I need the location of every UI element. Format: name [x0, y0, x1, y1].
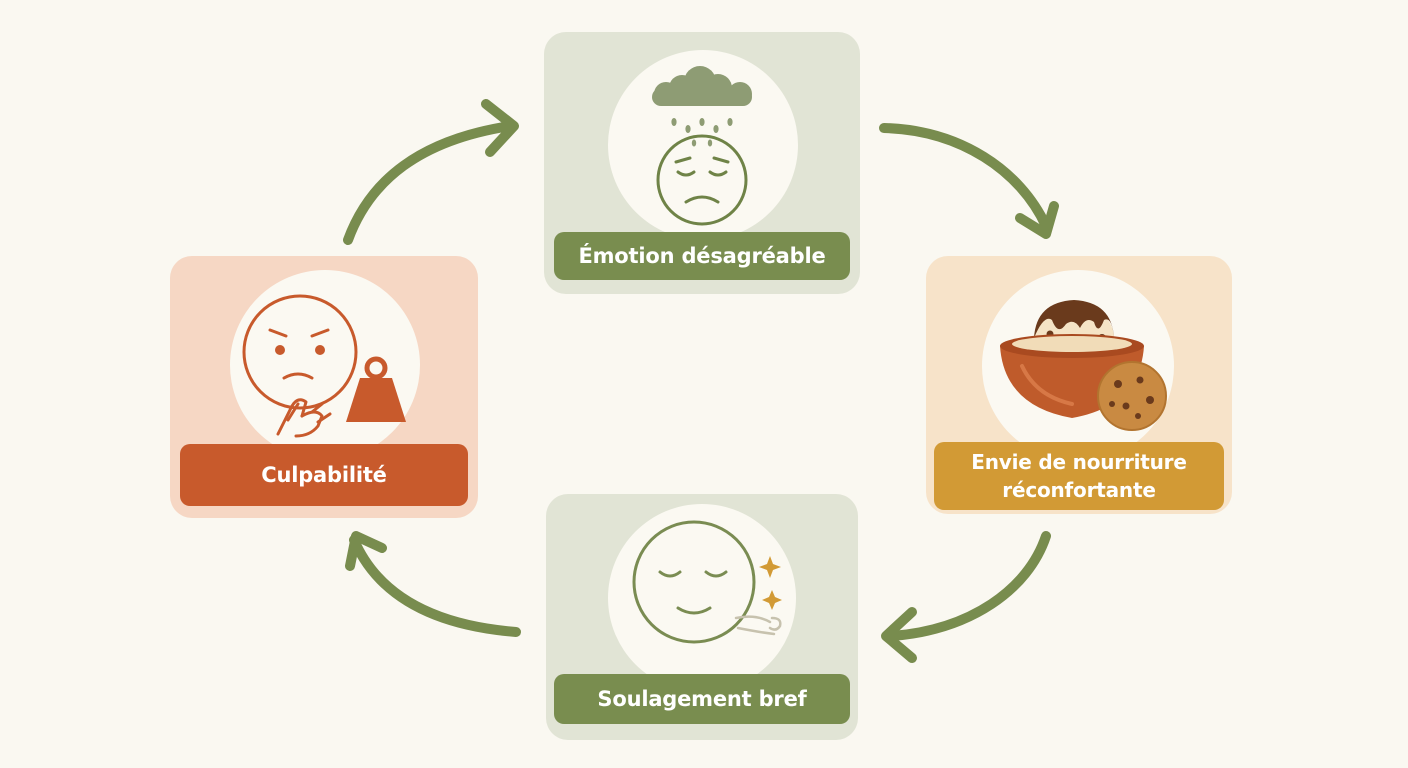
arrow-curve [343, 121, 515, 245]
step-label-line: réconfortante [1002, 478, 1156, 502]
step-label-craving: Envie de nourriture réconfortante [934, 442, 1224, 510]
arrow-head [881, 607, 917, 663]
relieved-face-icon [632, 520, 782, 644]
step-label-line: Soulagement bref [597, 687, 807, 711]
step-label-line: Culpabilité [261, 463, 387, 487]
step-card-craving: Envie de nourriture réconfortante [926, 256, 1232, 514]
arrow-head [1015, 201, 1059, 239]
icon-disc [608, 504, 796, 692]
arrow-emotion-to-craving [879, 123, 1059, 239]
arrow-curve [887, 531, 1051, 641]
step-label-line: Émotion désagréable [578, 244, 826, 268]
arrow-guilt-to-emotion [343, 99, 519, 245]
arrow-craving-to-relief [881, 531, 1051, 663]
arrow-head [481, 99, 519, 157]
step-label-emotion: Émotion désagréable [554, 232, 850, 280]
step-card-emotion: Émotion désagréable [544, 32, 860, 294]
arrow-curve [879, 123, 1051, 231]
arrow-curve [349, 535, 521, 637]
step-card-relief: Soulagement bref [546, 494, 858, 740]
arrow-relief-to-guilt [345, 531, 521, 637]
step-card-guilt: Culpabilité [170, 256, 478, 518]
worried-face-weight-icon [242, 294, 406, 438]
step-label-line: Envie de nourriture [971, 450, 1187, 474]
step-label-guilt: Culpabilité [180, 444, 468, 506]
ice-cream-bowl-cookie-icon [1000, 300, 1167, 431]
sad-face-rain-cloud-icon [652, 66, 752, 226]
arrow-head [345, 531, 387, 571]
step-label-relief: Soulagement bref [554, 674, 850, 724]
